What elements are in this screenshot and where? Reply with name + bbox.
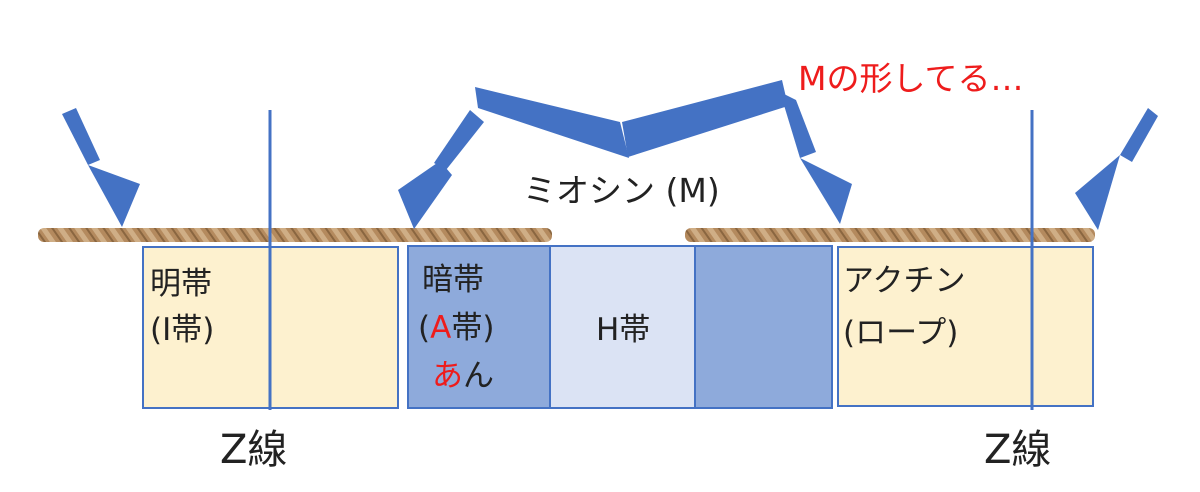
a-band-right-part [694,245,833,409]
myosin-head-left [62,108,100,165]
i-band-sublabel: (I帯) [150,312,215,348]
actin-label: アクチン [843,263,966,299]
myosin-head-right [1120,108,1158,162]
myosin-label: ミオシン (M) [523,171,720,210]
a-band-left-part [407,245,551,409]
actin-rope-left [38,228,552,242]
h-band-label: H帯 [596,312,651,348]
h-band [549,245,696,409]
myosin-head-left-tip [88,165,140,227]
a-band-mnemonic: あん [432,358,494,394]
actin-sublabel: (ロープ) [843,315,959,351]
z-line-label-right: Z線 [984,427,1052,473]
myosin-filament [398,80,852,229]
a-band-label: 暗帯 [422,262,484,298]
a-band-sublabel: (A帯) [418,310,495,346]
myosin-head-right-tip [1075,155,1120,230]
i-band-label: 明帯 [150,266,212,302]
i-band-right [837,246,1094,407]
a-letter: A [430,310,452,346]
mnemonic-red: あ [432,358,463,394]
z-line-label-left: Z線 [220,427,288,473]
actin-rope-right [685,228,1095,242]
m-shape-caption: Mの形してる… [798,59,1024,98]
